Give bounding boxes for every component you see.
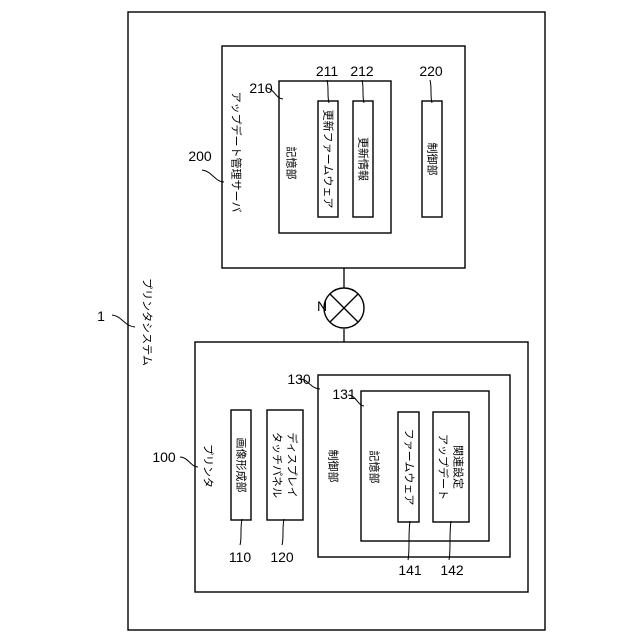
label-update-settings-line2: 関連設定 [452, 445, 466, 489]
label-system: プリンタシステム [141, 278, 154, 366]
label-update-settings-line1: アップデート [437, 434, 451, 500]
label-server-storage-number: 210 [249, 80, 273, 96]
label-system-number: 1 [97, 308, 105, 324]
label-server-update-info: 更新情報 [357, 137, 371, 181]
label-server-storage: 記憶部 [285, 147, 299, 180]
label-server-updated-firmware: 更新ファームウェア [322, 110, 336, 209]
label-printer-storage-number: 131 [332, 386, 356, 402]
label-printer-control: 制御部 [327, 450, 341, 483]
label-touch-panel-line1: タッチパネル [271, 432, 284, 498]
label-server-update-info-number: 212 [350, 63, 374, 79]
label-printer-storage: 記憶部 [368, 451, 382, 484]
label-update-settings-number: 142 [440, 562, 464, 578]
label-touch-panel-number: 120 [270, 549, 294, 565]
label-printer-number: 100 [152, 449, 176, 465]
label-network: N [317, 298, 327, 314]
label-printer-control-number: 130 [287, 371, 311, 387]
label-server-control: 制御部 [426, 143, 440, 176]
label-printer: プリンタ [202, 444, 215, 488]
network-node [324, 288, 364, 328]
label-server-control-number: 220 [419, 63, 443, 79]
label-touch-panel-line2: ディスプレイ [286, 432, 300, 497]
label-update-server: アップデート管理サーバ [230, 92, 244, 213]
label-printer-firmware-number: 141 [398, 562, 422, 578]
label-server-number: 200 [188, 148, 212, 164]
label-image-forming: 画像形成部 [235, 438, 249, 493]
label-image-forming-number: 110 [229, 549, 252, 565]
label-server-firmware-number: 211 [316, 63, 339, 79]
label-printer-firmware: ファームウェア [403, 429, 416, 506]
